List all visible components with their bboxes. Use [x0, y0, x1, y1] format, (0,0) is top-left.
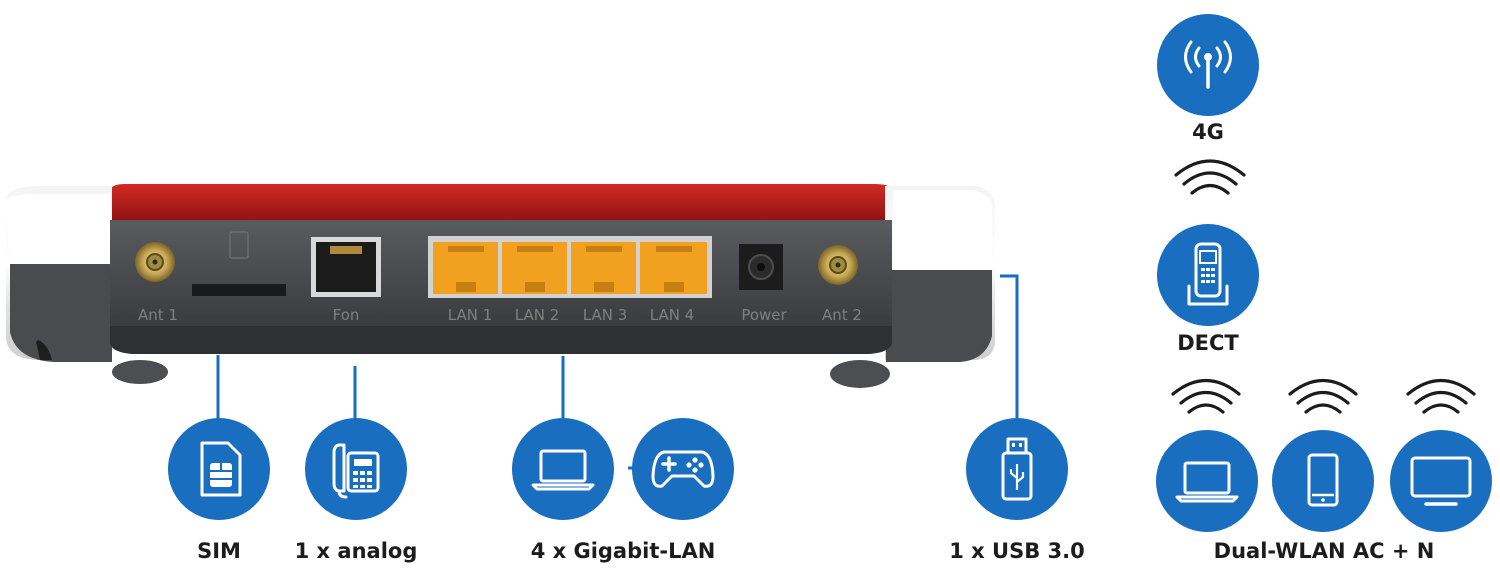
wlan-monitor-circle	[1390, 430, 1492, 532]
wlan-laptop-circle	[1156, 430, 1258, 532]
wifi-waves-icon	[1288, 379, 1358, 414]
desk-phone-icon	[332, 443, 380, 499]
port-label-lan2: LAN 2	[515, 306, 560, 324]
sim-caption: SIM	[197, 539, 241, 563]
sim-card-icon	[200, 441, 242, 497]
lan-laptop-circle	[512, 418, 614, 520]
dect-caption: DECT	[1177, 331, 1239, 355]
connector-lines	[216, 274, 1019, 470]
dect-circle	[1157, 224, 1259, 326]
usb-caption: 1 x USB 3.0	[949, 539, 1085, 563]
router-top-red	[110, 184, 892, 222]
laptop-icon	[1175, 461, 1239, 503]
analog-caption: 1 x analog	[294, 539, 418, 563]
port-label-fon: Fon	[333, 306, 360, 324]
wifi-waves-icon	[1171, 379, 1241, 414]
wlan-caption: Dual-WLAN AC + N	[1213, 539, 1435, 563]
port-label-ant1: Ant 1	[138, 306, 178, 324]
router-foot	[830, 360, 890, 388]
sim-slot	[192, 284, 286, 296]
lan-caption: 4 x Gigabit-LAN	[530, 539, 716, 563]
port-label-lan4: LAN 4	[650, 306, 695, 324]
monitor-icon	[1410, 456, 1472, 506]
antenna-icon	[1184, 40, 1232, 89]
router-foot	[112, 360, 168, 384]
wifi-waves-icon	[1406, 379, 1476, 414]
lan-gamepad-circle	[632, 418, 734, 520]
wifi-waves-icon	[1174, 159, 1246, 195]
port-label-lan3: LAN 3	[583, 306, 628, 324]
wlan-tablet-circle	[1272, 430, 1374, 532]
lte-caption: 4G	[1192, 120, 1224, 144]
gamepad-icon	[651, 450, 715, 488]
port-label-lan1: LAN 1	[448, 306, 493, 324]
cordless-phone-icon	[1187, 242, 1229, 306]
port-label-ant2: Ant 2	[822, 306, 862, 324]
port-label-power: Power	[741, 306, 787, 324]
usb-circle	[966, 418, 1068, 520]
usb-stick-icon	[1001, 437, 1033, 501]
lte-circle	[1157, 14, 1259, 116]
tablet-icon	[1307, 453, 1339, 507]
analog-circle	[305, 418, 407, 520]
laptop-icon	[531, 449, 595, 491]
sim-circle	[168, 418, 270, 520]
